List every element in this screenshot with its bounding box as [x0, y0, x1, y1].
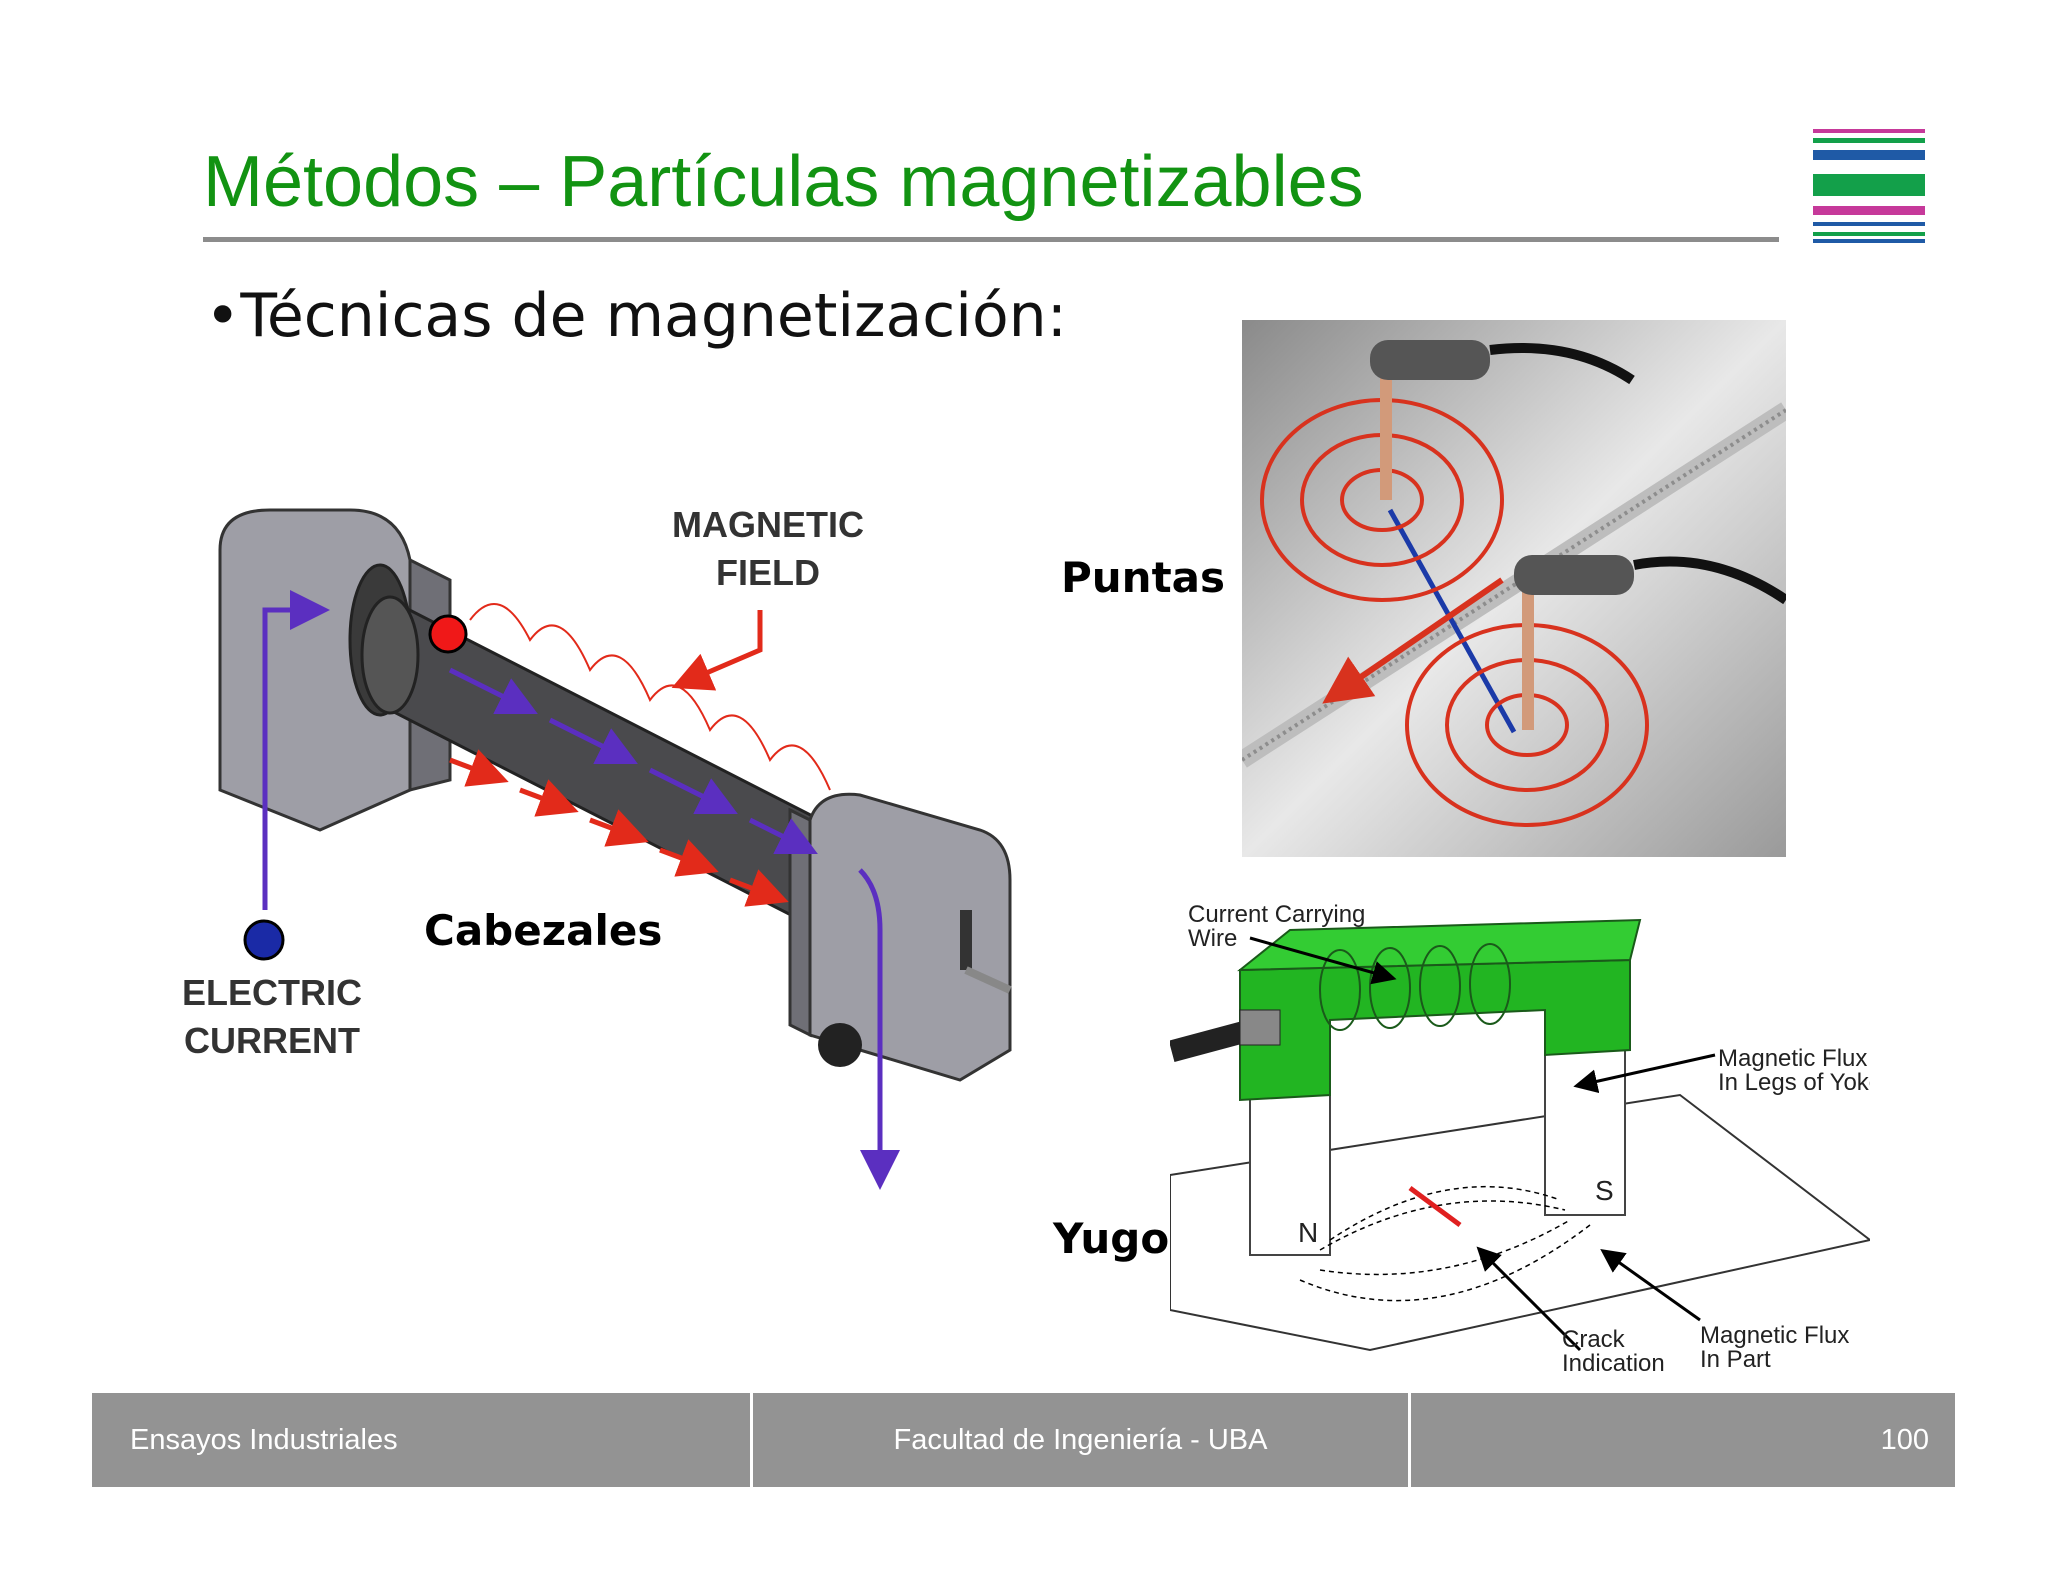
- prods-photo: [1242, 320, 1786, 857]
- caption-cabezales: Cabezales: [424, 906, 663, 955]
- caption-puntas: Puntas: [1061, 553, 1226, 602]
- footer-divider: [750, 1393, 753, 1487]
- pole-s-label: S: [1595, 1175, 1614, 1206]
- footer-faculty: Facultad de Ingeniería - UBA: [753, 1393, 1408, 1487]
- footer-page-number: 100: [1411, 1393, 1955, 1487]
- electric-current-label-1: ELECTRIC: [182, 972, 362, 1013]
- footer-divider: [1408, 1393, 1411, 1487]
- institution-logo: [1813, 129, 1925, 243]
- crack-label-1: Crack: [1562, 1326, 1626, 1353]
- slide-footer: Ensayos Industriales Facultad de Ingenie…: [92, 1393, 1955, 1487]
- caption-yugo: Yugo: [1053, 1214, 1170, 1263]
- head-shot-diagram: MAGNETIC FIELD ELECTRIC CURRENT: [182, 504, 1012, 1190]
- crack-label-2: Indication: [1562, 1350, 1665, 1377]
- flux-legs-label-2: In Legs of Yoke: [1718, 1069, 1870, 1096]
- current-wire-label-1: Current Carrying: [1188, 901, 1365, 928]
- title-underline: [203, 237, 1779, 242]
- magnetic-field-label-1: MAGNETIC: [672, 504, 864, 545]
- electric-current-label-2: CURRENT: [184, 1020, 360, 1061]
- bullet-text: •Técnicas de magnetización:: [205, 281, 1067, 351]
- flux-legs-label-1: Magnetic Flux: [1718, 1045, 1867, 1072]
- flux-part-label-1: Magnetic Flux: [1700, 1322, 1849, 1349]
- current-wire-label-2: Wire: [1188, 925, 1237, 952]
- yoke-diagram: Current Carrying Wire Magnetic Flux In L…: [1170, 901, 1870, 1377]
- flux-part-label-2: In Part: [1700, 1346, 1771, 1373]
- slide-title: Métodos – Partículas magnetizables: [203, 142, 1364, 222]
- pole-n-label: N: [1298, 1217, 1318, 1248]
- footer-course: Ensayos Industriales: [92, 1393, 750, 1487]
- magnetic-field-label-2: FIELD: [716, 552, 820, 593]
